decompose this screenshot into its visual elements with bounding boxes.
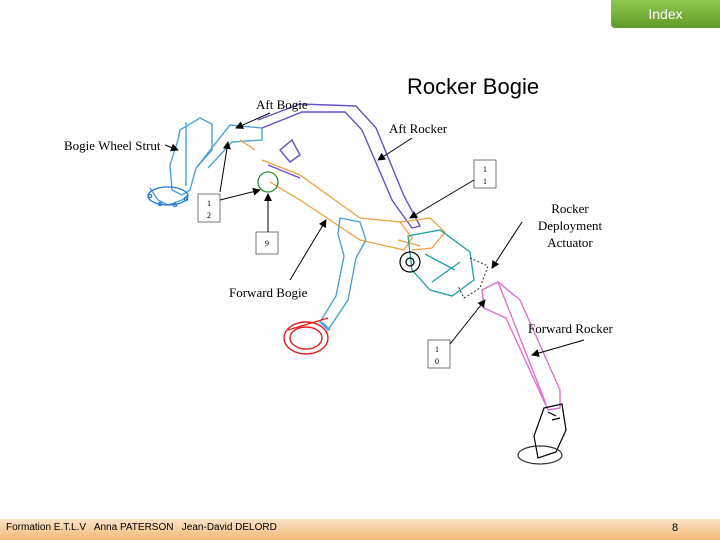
svg-text:1: 1 — [483, 177, 487, 186]
forward-rocker-foot — [533, 403, 567, 459]
svg-text:0: 0 — [435, 357, 439, 366]
actuator-chain — [457, 257, 489, 299]
label-forward-rocker: Forward Rocker — [528, 321, 614, 336]
svg-text:1: 1 — [435, 345, 439, 354]
arrow-callout-11 — [409, 179, 475, 219]
forward-rocker-part — [481, 281, 561, 411]
pivot-joint — [257, 171, 279, 193]
forward-bogie-part — [319, 217, 367, 332]
arrow-callout-12-a — [219, 141, 231, 193]
actuator-housing — [407, 229, 475, 297]
label-rocker-deployment-actuator-line3: Actuator — [547, 235, 593, 250]
arrow-callout-10 — [449, 299, 486, 345]
arrow-aft-bogie — [235, 112, 271, 129]
svg-text:2: 2 — [207, 211, 211, 220]
arrow-aft-rocker — [377, 137, 413, 161]
page-number: 8 — [672, 522, 679, 534]
index-button[interactable]: Index — [611, 0, 720, 28]
arrow-bogie-wheel-strut — [164, 143, 179, 152]
label-aft-bogie: Aft Bogie — [256, 97, 308, 112]
callout-box-10: 1 0 — [427, 339, 451, 369]
callout-box-9: 9 — [255, 231, 279, 255]
aft-rocker-part — [257, 103, 422, 229]
label-forward-bogie: Forward Bogie — [229, 285, 308, 300]
rocker-bogie-diagram: Aft Bogie Bogie Wheel Strut Aft Rocker R… — [64, 97, 614, 465]
footer-credits: Formation E.T.L.V Anna PATERSON Jean-Dav… — [6, 522, 277, 533]
footer-bar: Formation E.T.L.V Anna PATERSON Jean-Dav… — [0, 519, 720, 540]
arrow-forward-bogie — [289, 219, 327, 281]
actuator-hub — [399, 251, 421, 273]
arrow-forward-rocker — [531, 339, 585, 357]
svg-text:1: 1 — [207, 199, 211, 208]
right-wheel — [517, 445, 563, 465]
svg-text:9: 9 — [265, 239, 269, 248]
svg-text:1: 1 — [483, 165, 487, 174]
slide-title: Rocker Bogie — [407, 74, 540, 99]
callout-box-11: 1 1 — [473, 159, 497, 189]
forward-bogie-wheel — [283, 317, 329, 355]
arrow-rocker-deployment-actuator — [491, 221, 523, 269]
callout-box-12: 1 2 — [197, 193, 221, 223]
label-bogie-wheel-strut: Bogie Wheel Strut — [64, 138, 161, 153]
label-rocker-deployment-actuator-line1: Rocker — [551, 201, 589, 216]
label-aft-rocker: Aft Rocker — [389, 121, 448, 136]
label-rocker-deployment-actuator-line2: Deployment — [538, 218, 603, 233]
arrow-callout-12-b — [219, 187, 261, 201]
leader-arrows — [164, 112, 585, 357]
bogie-wheel-strut-part — [149, 117, 263, 206]
left-wheel — [147, 186, 189, 208]
bogie-beam-part — [239, 139, 446, 251]
